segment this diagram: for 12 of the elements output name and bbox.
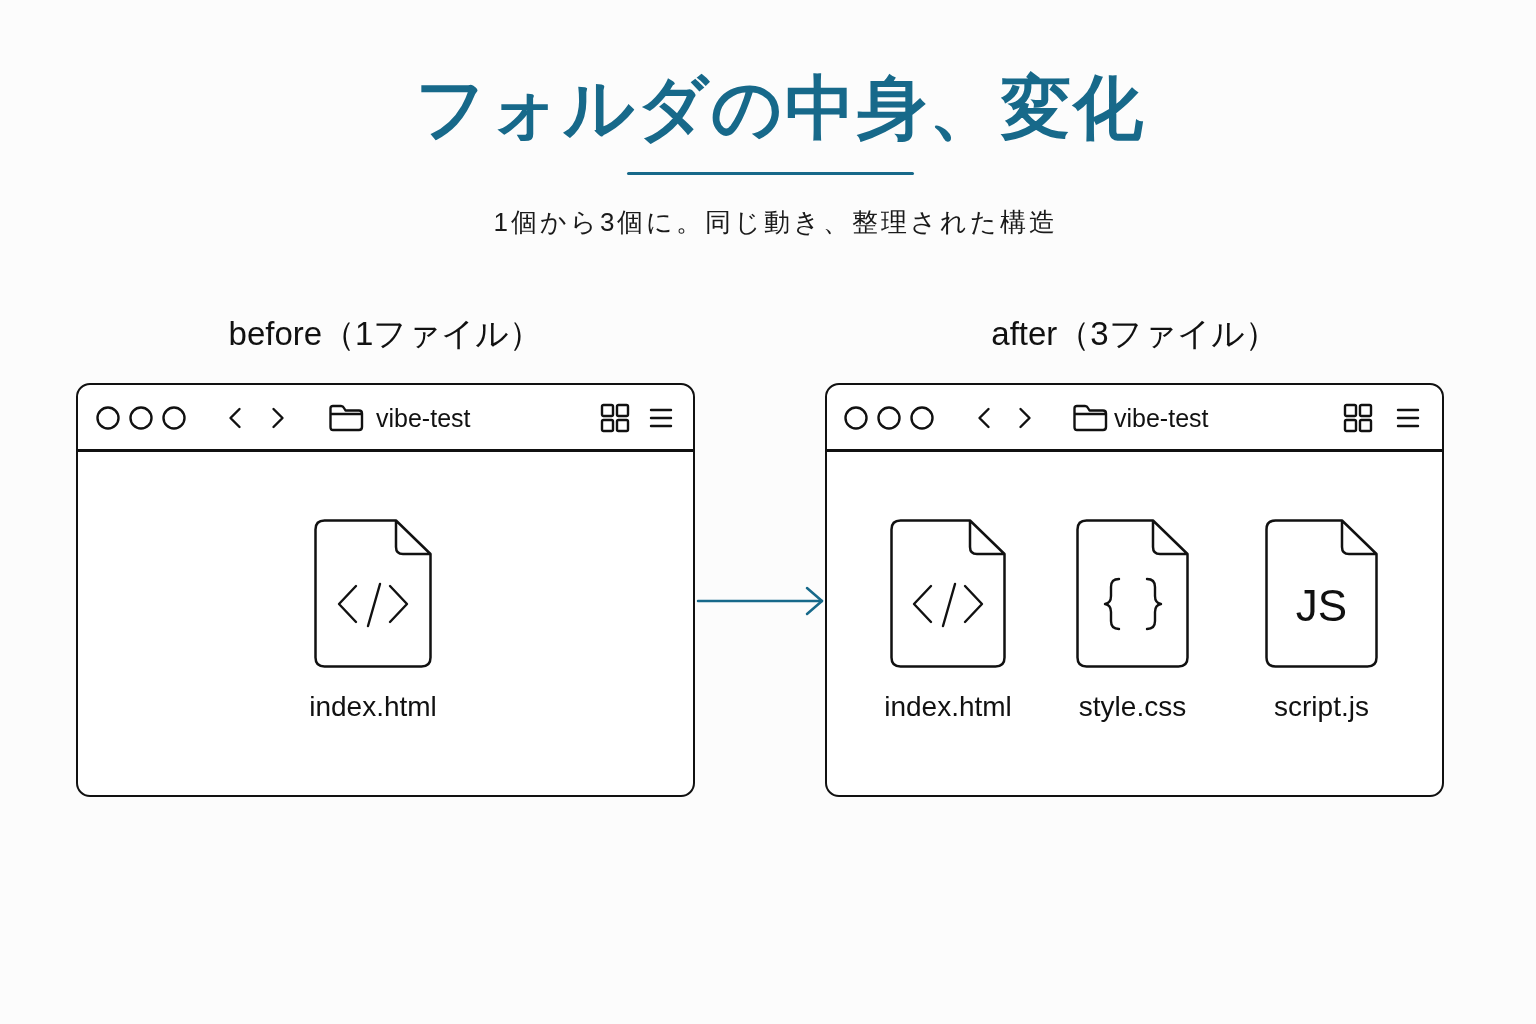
file-name: style.css [1078,690,1187,724]
file-name: index.html [884,690,1012,724]
window-heading: after（3ファイル） [991,314,1278,354]
file-name: script.js [1274,690,1369,724]
folder-name: vibe-test [376,403,471,433]
file-type-text: JS [1295,581,1348,631]
folder-name: vibe-test [1114,403,1209,433]
title: フォルダの中身、変化 [415,68,1145,149]
subtitle: 1個から3個に。同じ動き、整理された構造 [493,206,1059,239]
arrow [696,586,824,616]
window-heading: before（1ファイル） [228,314,543,354]
file-name: index.html [309,690,437,724]
